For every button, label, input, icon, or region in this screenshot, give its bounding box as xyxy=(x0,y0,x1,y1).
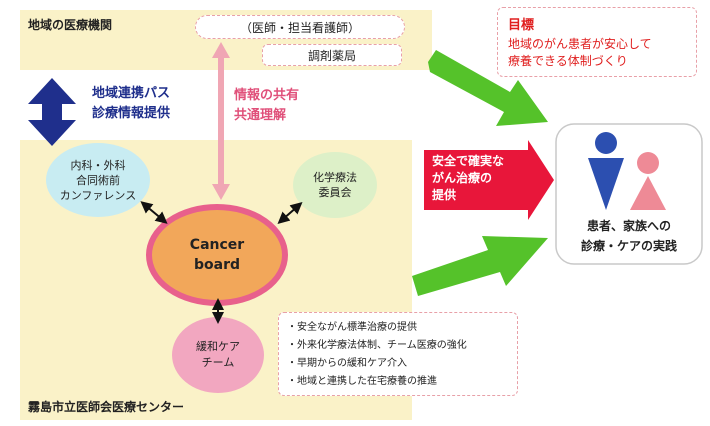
provision-line-3: 提供 xyxy=(432,188,457,202)
conference-line-2: 合同術前 xyxy=(76,173,120,187)
link-path-line-1: 地域連携パス xyxy=(92,86,171,101)
initiative-item: ・早期からの緩和ケア介入 xyxy=(287,358,407,369)
chemo-committee-bubble xyxy=(293,152,377,218)
conference-text: 内科・外科 合同術前 カンファレンス xyxy=(46,150,150,210)
initiative-item: ・外来化学療法体制、チーム医療の強化 xyxy=(287,340,467,351)
patients-line-2: 診療・ケアの実践 xyxy=(580,239,677,253)
male-figure-icon xyxy=(588,132,624,210)
provision-text: 安全で確実な がん治療の 提供 xyxy=(432,153,504,204)
green-arrow-top-icon xyxy=(428,50,548,126)
pharmacy-box: 調剤薬局 xyxy=(262,44,402,66)
provision-line-1: 安全で確実な xyxy=(432,154,505,168)
center-name: 霧島市立医師会医療センター xyxy=(28,400,185,414)
palliative-text: 緩和ケア チーム xyxy=(172,335,264,375)
goal-line-1: 地域のがん患者が安心して xyxy=(508,37,652,51)
doctors-box: （医師・担当看護師） xyxy=(195,15,405,39)
goal-line-2: 療養できる体制づくり xyxy=(508,54,628,68)
conference-bubble xyxy=(46,143,150,217)
patients-text: 患者、家族への 診療・ケアの実践 xyxy=(558,214,700,258)
cancer-board-line-2: board xyxy=(193,257,240,273)
initiative-item: ・地域と連携した在宅療養の推進 xyxy=(287,376,437,387)
conference-line-1: 内科・外科 xyxy=(70,158,126,172)
link-path-line-2: 診療情報提供 xyxy=(92,106,171,121)
info-share-line-2: 共通理解 xyxy=(234,108,287,123)
chemo-committee-line-1: 化学療法 xyxy=(313,171,357,184)
chemo-committee-line-2: 委員会 xyxy=(318,186,352,199)
provision-line-2: がん治療の xyxy=(432,171,493,185)
palliative-bubble xyxy=(172,317,264,393)
cancer-board-text: Cancer board xyxy=(150,228,284,282)
initiative-item: ・安全ながん標準治療の提供 xyxy=(287,322,417,333)
double-arrow-icon xyxy=(28,78,76,146)
info-share-label: 情報の共有 共通理解 xyxy=(234,86,299,126)
link-path-label: 地域連携パス 診療情報提供 xyxy=(92,84,170,124)
palliative-line-2: チーム xyxy=(201,356,235,369)
green-arrow-bottom-icon xyxy=(412,236,548,296)
pharmacy-label: 調剤薬局 xyxy=(307,48,356,63)
cancer-board-line-1: Cancer xyxy=(189,237,245,253)
connector-arrow-icon xyxy=(140,201,168,224)
regional-title: 地域の医療機関 xyxy=(28,18,113,32)
goal-box: 目標 地域のがん患者が安心して 療養できる体制づくり xyxy=(497,7,697,77)
info-share-line-1: 情報の共有 xyxy=(234,88,300,103)
chemo-committee-text: 化学療法 委員会 xyxy=(293,165,377,205)
female-figure-icon xyxy=(630,152,666,210)
doctors-label: （医師・担当看護師） xyxy=(239,20,360,35)
patients-line-1: 患者、家族への xyxy=(586,219,671,233)
goal-title: 目標 xyxy=(508,18,535,33)
info-share-arrow-icon xyxy=(212,42,230,200)
provision-arrow-icon xyxy=(424,140,554,220)
conference-line-3: カンファレンス xyxy=(59,188,137,202)
connector-arrow-icon xyxy=(277,202,303,224)
initiatives-box: ・安全ながん標準治療の提供 ・外来化学療法体制、チーム医療の強化 ・早期からの緩… xyxy=(278,312,518,396)
palliative-line-1: 緩和ケア xyxy=(196,340,240,353)
